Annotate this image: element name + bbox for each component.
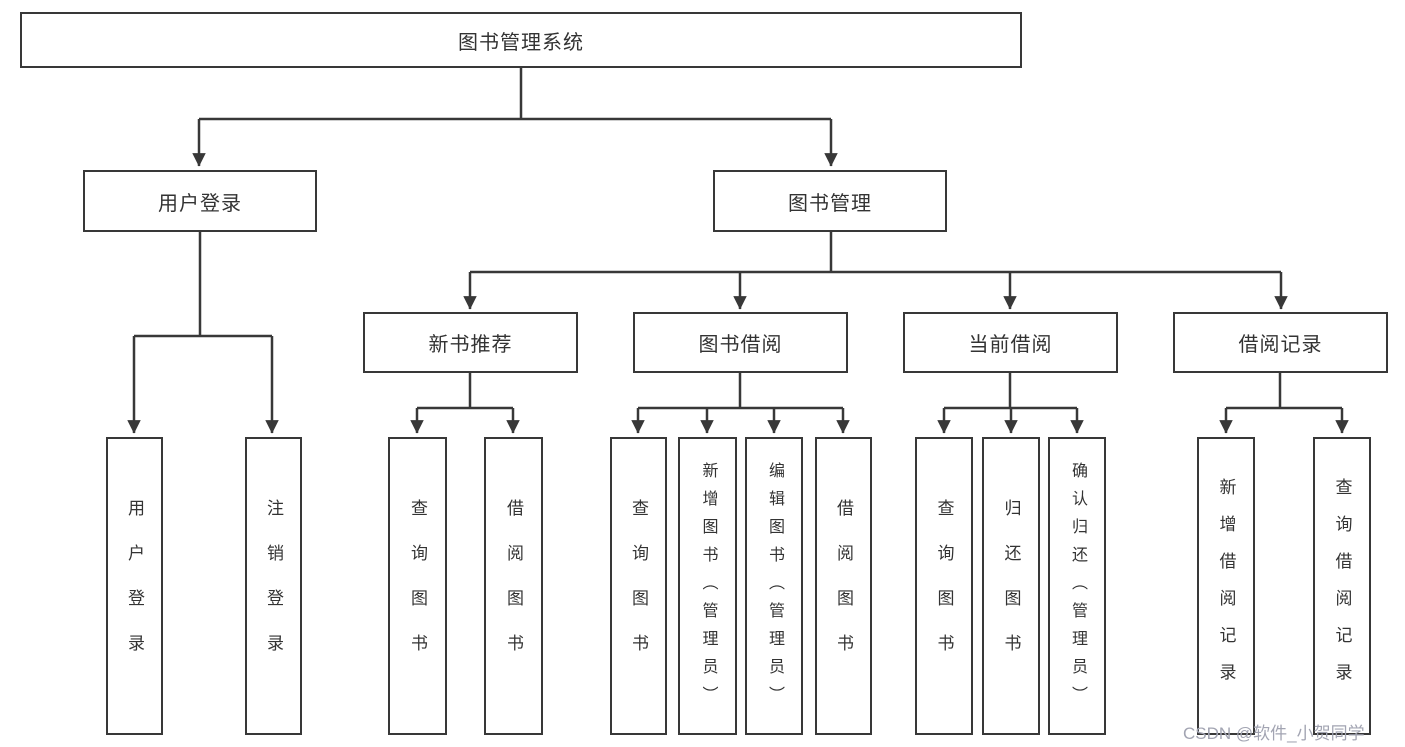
leaf-logout-login: 注销登录 xyxy=(245,437,302,735)
node-label: 查询图书 xyxy=(408,499,427,679)
node-label: 图书借阅 xyxy=(698,334,783,356)
leaf-user-login: 用户登录 xyxy=(106,437,163,735)
node-label: 新增借阅记录 xyxy=(1216,478,1236,700)
leaf-query-borrow-record: 查询借阅记录 xyxy=(1313,437,1371,735)
node-label: 注销登录 xyxy=(264,499,283,679)
leaf-edit-books-admin: 编辑图书（管理员） xyxy=(745,437,803,735)
leaf-confirm-return-admin: 确认归还（管理员） xyxy=(1048,437,1106,735)
node-current-borrowing: 当前借阅 xyxy=(903,312,1118,373)
node-user-login: 用户登录 xyxy=(83,170,317,232)
leaf-borrow-books: 借阅图书 xyxy=(815,437,872,735)
leaf-add-borrow-record: 新增借阅记录 xyxy=(1197,437,1255,735)
node-label: 新书推荐 xyxy=(428,334,513,356)
leaf-return-books: 归还图书 xyxy=(982,437,1040,735)
node-new-book-recommendation: 新书推荐 xyxy=(363,312,578,373)
node-label: 查询图书 xyxy=(629,499,648,679)
node-label: 借阅记录 xyxy=(1238,334,1323,356)
node-label: 当前借阅 xyxy=(968,334,1053,356)
leaf-add-books-admin: 新增图书（管理员） xyxy=(678,437,737,735)
node-label: 借阅图书 xyxy=(834,499,853,679)
leaf-query-books-current: 查询图书 xyxy=(915,437,973,735)
node-label: 用户登录 xyxy=(158,192,242,215)
node-label: 借阅图书 xyxy=(504,499,523,679)
node-label: 新增图书（管理员） xyxy=(699,462,717,714)
leaf-borrow-books-recommend: 借阅图书 xyxy=(484,437,543,735)
node-label: 查询图书 xyxy=(934,499,954,679)
node-book-management: 图书管理 xyxy=(713,170,947,232)
node-label: 图书管理 xyxy=(788,192,872,215)
node-library-management-system: 图书管理系统 xyxy=(20,12,1022,68)
node-label: 编辑图书（管理员） xyxy=(766,462,783,714)
node-label: 用户登录 xyxy=(125,499,144,679)
node-label: 确认归还（管理员） xyxy=(1069,462,1086,714)
node-label: 图书管理系统 xyxy=(458,31,584,54)
node-label: 查询借阅记录 xyxy=(1332,478,1352,700)
leaf-query-books-recommend: 查询图书 xyxy=(388,437,447,735)
csdn-watermark: CSDN @软件_小贺同学 xyxy=(1183,724,1365,743)
node-label: 归还图书 xyxy=(1001,499,1021,679)
node-borrowing-records: 借阅记录 xyxy=(1173,312,1388,373)
node-book-borrowing: 图书借阅 xyxy=(633,312,848,373)
leaf-query-books-borrowing: 查询图书 xyxy=(610,437,667,735)
